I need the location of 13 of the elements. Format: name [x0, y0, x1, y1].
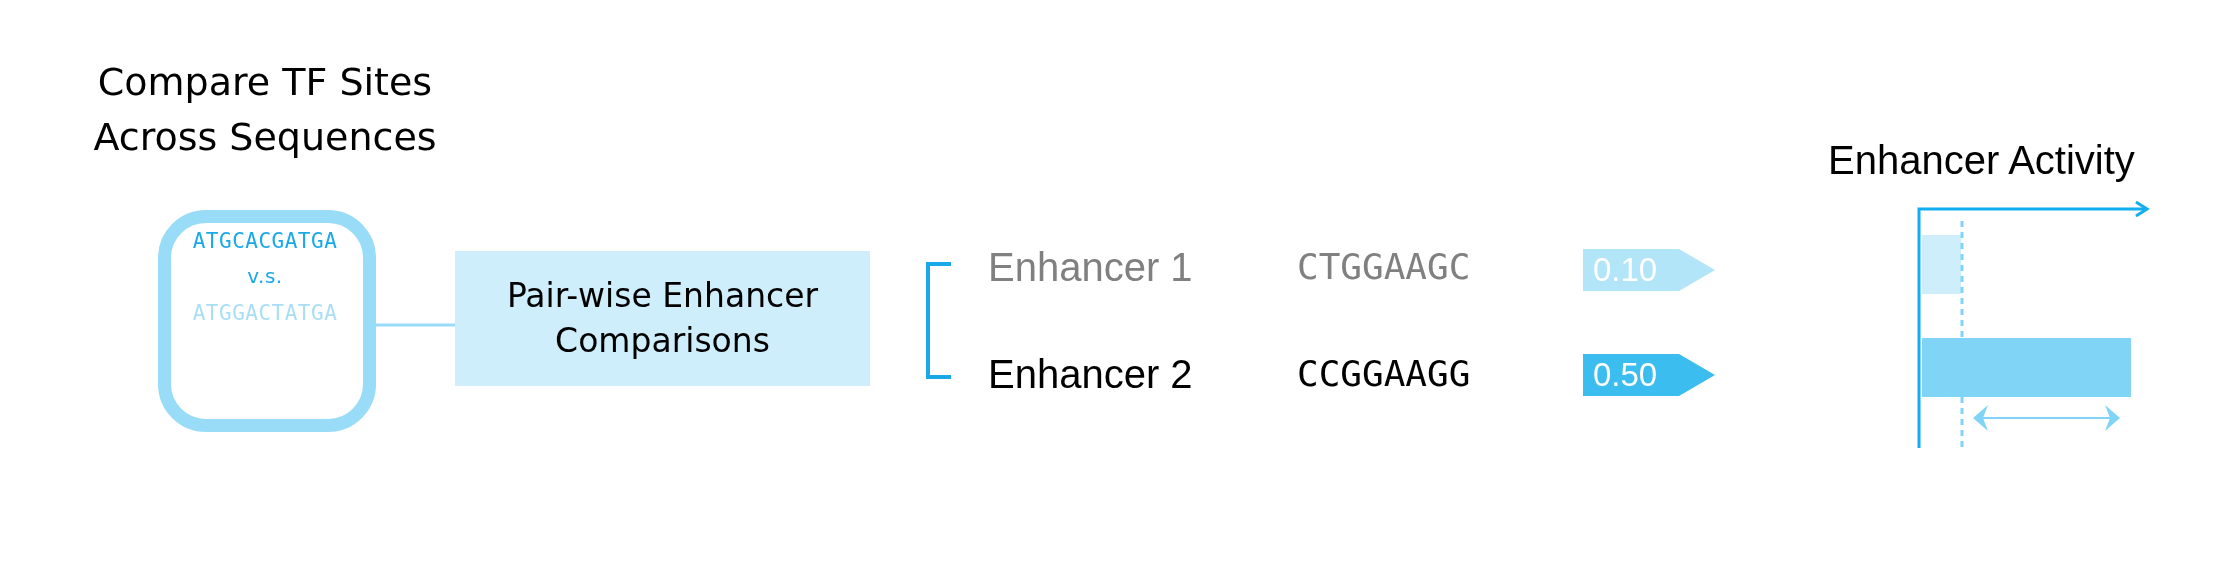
connector-line [376, 323, 455, 327]
score-tag: 0.50 [1583, 354, 1715, 396]
process-box: Pair-wise Enhancer Comparisons [455, 251, 870, 386]
sequence-text: ATGCACGATGA [192, 228, 338, 255]
sequence-text: CTGGAAGC [1297, 245, 1471, 289]
chart-title: Enhancer Activity [1828, 137, 2135, 184]
sequence-text: ATGGACTATGA [192, 300, 338, 327]
score-tag: 0.10 [1583, 249, 1715, 291]
sequence-text: CCGGAAGG [1297, 352, 1471, 396]
enhancer-name: Enhancer 2 [988, 351, 1193, 398]
enhancer-name: Enhancer 1 [988, 244, 1193, 291]
versus-text: v.s. [247, 263, 283, 290]
heading: Compare TF Sites Across Sequences [92, 59, 438, 162]
